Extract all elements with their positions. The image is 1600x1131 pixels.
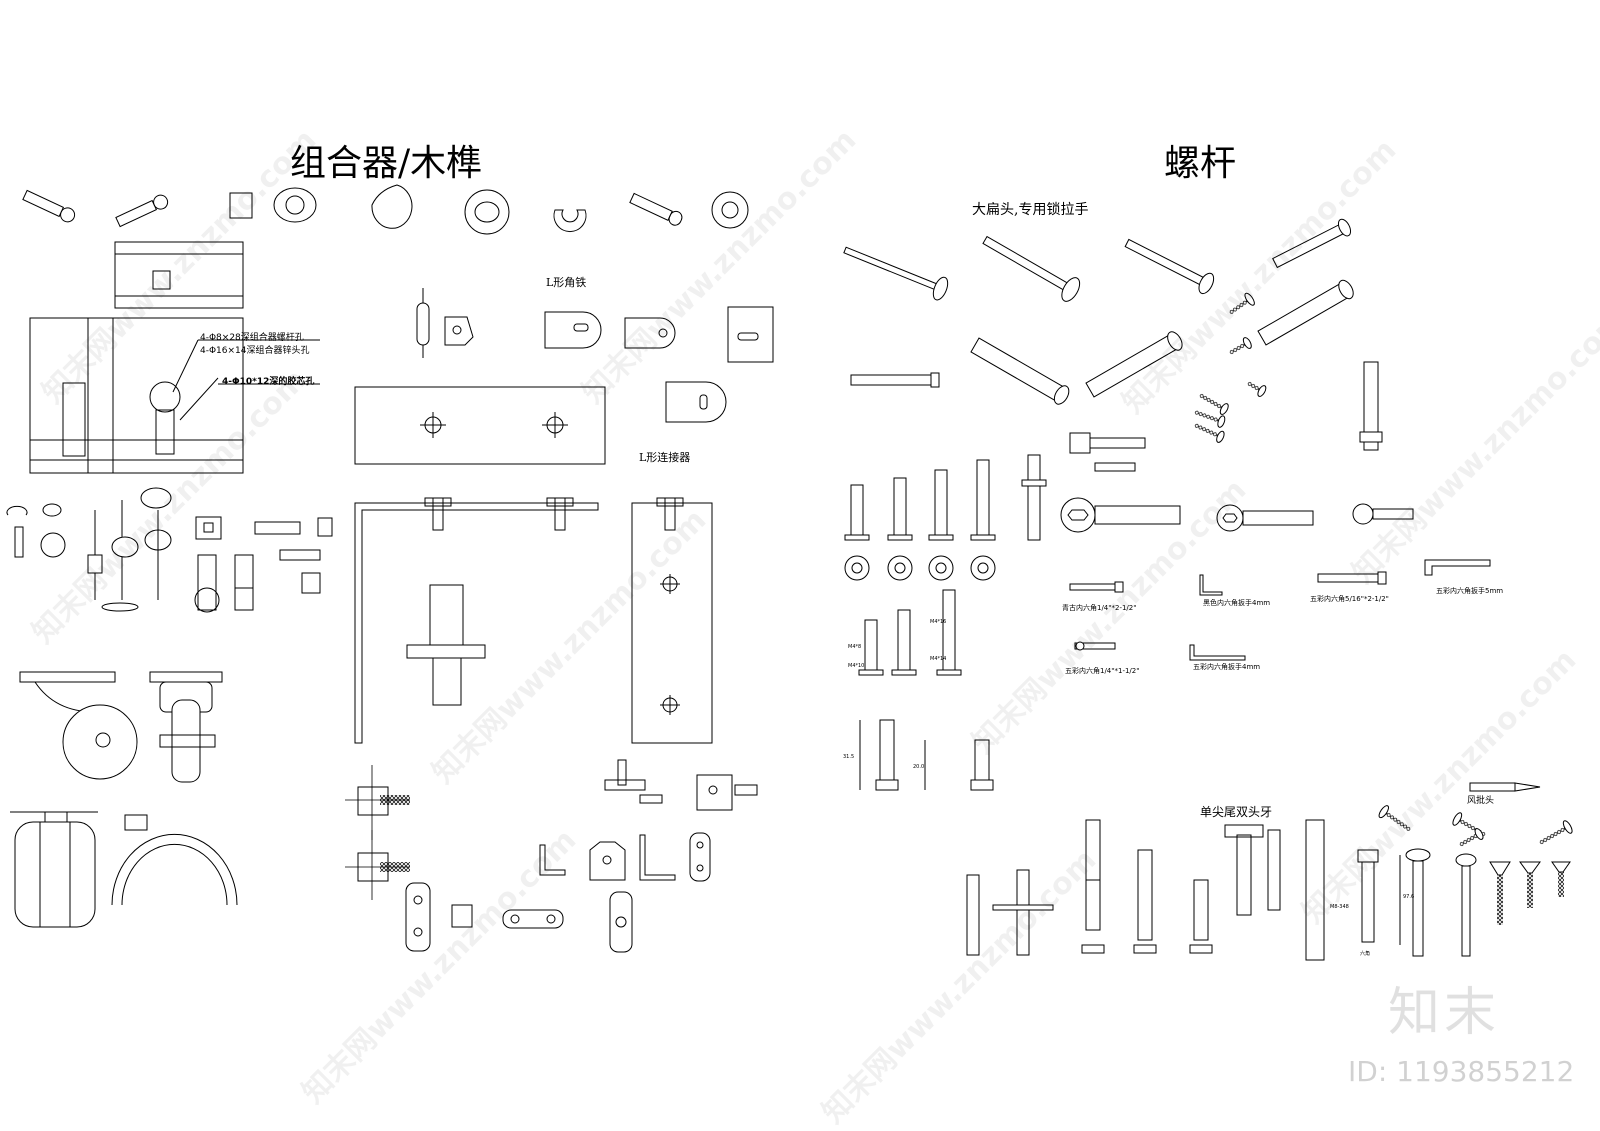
label-dim-5: 六角: [1360, 951, 1371, 957]
label-hole-2: 4-Φ16×14深组合器锌头孔: [200, 346, 310, 356]
title-left: 组合器/木榫: [290, 143, 483, 184]
small-parts-row: [6, 487, 333, 613]
hex-socket-bolts: [1060, 497, 1491, 661]
label-big-flat-head: 大扁头,专用锁拉手: [972, 202, 1089, 218]
caster-wheels: [10, 671, 238, 928]
tapping-screws-cluster: [1378, 782, 1573, 847]
bottom-left-fittings: [345, 759, 758, 953]
label-m2: M4*10: [848, 663, 865, 669]
brand-watermark: 知末: [1388, 983, 1501, 1043]
label-l-connector: L形连接器: [639, 451, 691, 464]
dimensioned-screws: [859, 719, 994, 791]
cabinet-section-drawing: [29, 241, 320, 474]
insert-nuts-rows: [844, 432, 1146, 676]
label-wrench-b: 五彩内六角扳手4mm: [1193, 663, 1261, 671]
label-hole-1: 4-Φ8×28深组合器螺杆孔: [200, 333, 304, 343]
label-l-angle-iron: L形角铁: [546, 276, 587, 289]
corner-bracket-drawing: [354, 497, 713, 744]
id-watermark: ID: 1193855212: [1348, 1055, 1575, 1088]
label-m1: M4*8: [848, 644, 862, 650]
label-dim-2: 20.0: [913, 764, 925, 770]
label-dim-4: 97.6: [1403, 894, 1415, 900]
hanger-bolts-row: [966, 819, 1571, 961]
label-dim-1: 31.5: [843, 754, 855, 760]
label-hole-3: 4-Φ10*12深的胶芯孔: [222, 377, 315, 387]
label-wrench-a: 黑色内六角扳手4mm: [1203, 599, 1271, 607]
label-double-thread: 单尖尾双头牙: [1200, 805, 1273, 819]
label-m4: M4*14: [930, 656, 947, 662]
label-hex-b: 五彩内六角1/4"*1-1/2": [1065, 667, 1140, 675]
label-dim-3: M8-348: [1330, 904, 1349, 910]
small-wood-screws: [1194, 292, 1383, 451]
label-batch-head: 风批头: [1467, 796, 1495, 806]
label-m3: M4*16: [930, 619, 947, 625]
label-wrench-c: 五彩内六角扳手5mm: [1436, 587, 1504, 595]
title-right: 螺杆: [1164, 143, 1237, 184]
long-flat-head-screws: [843, 218, 1354, 405]
label-hex-a: 青古内六角1/4"*2-1/2": [1062, 604, 1137, 612]
mounting-plates: [354, 288, 774, 465]
top-fittings-row: [22, 184, 749, 235]
label-hex-c: 五彩内六角5/16"*2-1/2": [1310, 595, 1389, 603]
